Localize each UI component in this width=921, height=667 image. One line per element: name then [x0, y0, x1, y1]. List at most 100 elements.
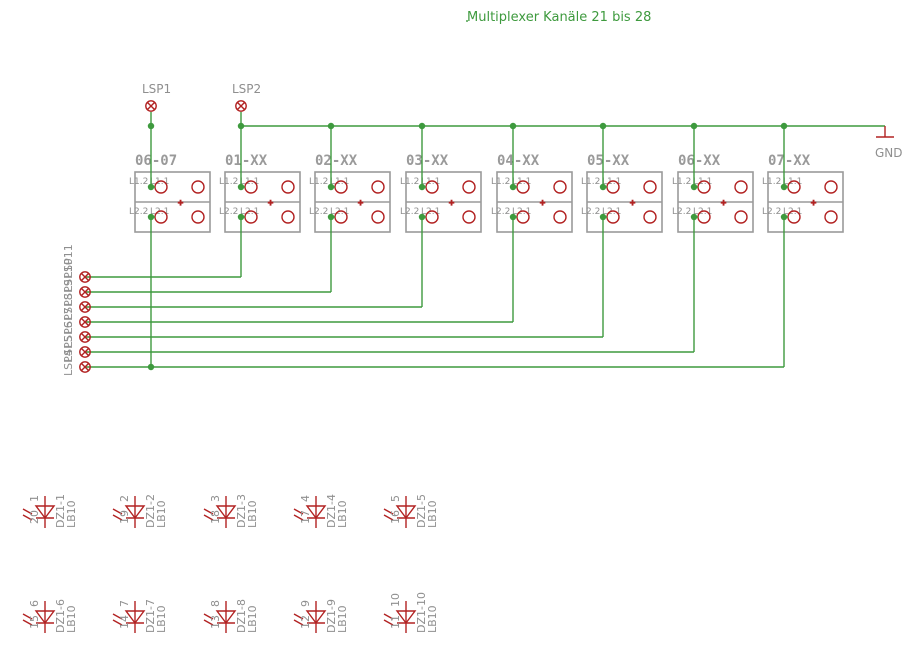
lsp-top-label: LSP2 [232, 82, 261, 96]
led-number: 5 [389, 495, 402, 502]
led-ref: DZ1-3 [235, 494, 248, 528]
pin-label: L2.2 [309, 207, 328, 217]
lsp-top-pad[interactable] [235, 100, 247, 112]
junction-dot [690, 183, 698, 191]
lsp-top-pad[interactable] [145, 100, 157, 112]
pin-label: L1.1 [602, 177, 621, 187]
led-pin-number: 19 [118, 510, 131, 524]
pin-label: L2.1 [602, 207, 621, 217]
led-number: 1 [28, 495, 41, 502]
side-pad[interactable] [79, 316, 91, 328]
led-number: 4 [299, 495, 312, 502]
junction-dot [237, 122, 245, 130]
junction-dot [780, 183, 788, 191]
side-pad-label: LSP11 [62, 244, 75, 278]
led-value: LB10 [246, 500, 259, 528]
junction-dot [237, 183, 245, 191]
pin-label: L1.1 [421, 177, 440, 187]
junction-dot [599, 183, 607, 191]
led-value: LB10 [155, 605, 168, 633]
title-group: Multiplexer Kanäle 21 bis 28 [466, 10, 651, 25]
led-ref: DZ1-9 [325, 599, 338, 633]
led-ref: DZ1-1 [54, 494, 67, 528]
pin-label: L1.2 [581, 177, 600, 187]
pin-label: L2.1 [150, 207, 169, 217]
pin-label: L2.1 [330, 207, 349, 217]
svg-text:+: + [178, 198, 183, 208]
pin-label: L1.2 [762, 177, 781, 187]
side-pad[interactable] [79, 361, 91, 373]
side-pad[interactable] [79, 346, 91, 358]
pin-label: L1.2 [129, 177, 148, 187]
ground-bus: GND [241, 125, 903, 160]
led-pin-number: 11 [389, 615, 402, 629]
junction-dot [327, 122, 335, 130]
side-pad[interactable] [79, 331, 91, 343]
svg-text:+: + [540, 198, 545, 208]
side-pad-label: LSP8 [62, 293, 75, 320]
junction-dot [418, 183, 426, 191]
pin-label: L2.1 [240, 207, 259, 217]
pin-label: L2.1 [693, 207, 712, 217]
led-pin-number: 18 [209, 510, 222, 524]
junction-dot [599, 122, 607, 130]
side-pad-label: LSP10 [62, 258, 75, 292]
side-pad[interactable] [79, 301, 91, 313]
junction-dot [327, 183, 335, 191]
pin-label: L1.2 [400, 177, 419, 187]
junction-dot [690, 122, 698, 130]
side-pad-label: LSP4 [62, 349, 75, 376]
side-pad-label: LSP9 [62, 279, 75, 306]
pin-label: L1.1 [783, 177, 802, 187]
svg-text:+: + [268, 198, 273, 208]
led-ref: DZ1-5 [415, 494, 428, 528]
led-number: 7 [118, 600, 131, 607]
svg-text:+: + [721, 198, 726, 208]
pin-label: L2.2 [219, 207, 238, 217]
led-pin-number: 13 [209, 615, 222, 629]
svg-text:+: + [358, 198, 363, 208]
led-number: 9 [299, 600, 312, 607]
junction-dot [509, 183, 517, 191]
led-value: LB10 [426, 500, 439, 528]
pin-label: L2.2 [491, 207, 510, 217]
pin-label: L2.2 [581, 207, 600, 217]
led-ref: DZ1-4 [325, 494, 338, 528]
side-pad[interactable] [79, 271, 91, 283]
side-pad-label: LSP7 [62, 307, 75, 334]
pin-label: L1.2 [491, 177, 510, 187]
pin-label: L2.1 [512, 207, 531, 217]
pin-label: L2.2 [672, 207, 691, 217]
junction-dot [780, 122, 788, 130]
led-pin-number: 17 [299, 510, 312, 524]
pin-label: L1.2 [672, 177, 691, 187]
pin-label: L2.2 [762, 207, 781, 217]
junction-dot [418, 122, 426, 130]
led-number: 8 [209, 600, 222, 607]
led-number: 10 [389, 593, 402, 607]
pin-label: L1.2 [219, 177, 238, 187]
side-pad-label: LSP6 [62, 321, 75, 348]
junction-dot [509, 122, 517, 130]
side-pad[interactable] [79, 286, 91, 298]
pin-label: L1.1 [150, 177, 169, 187]
svg-text:+: + [630, 198, 635, 208]
led-pin-number: 15 [28, 615, 41, 629]
pin-label: L2.1 [783, 207, 802, 217]
schematic-title: Multiplexer Kanäle 21 bis 28 [467, 10, 651, 25]
